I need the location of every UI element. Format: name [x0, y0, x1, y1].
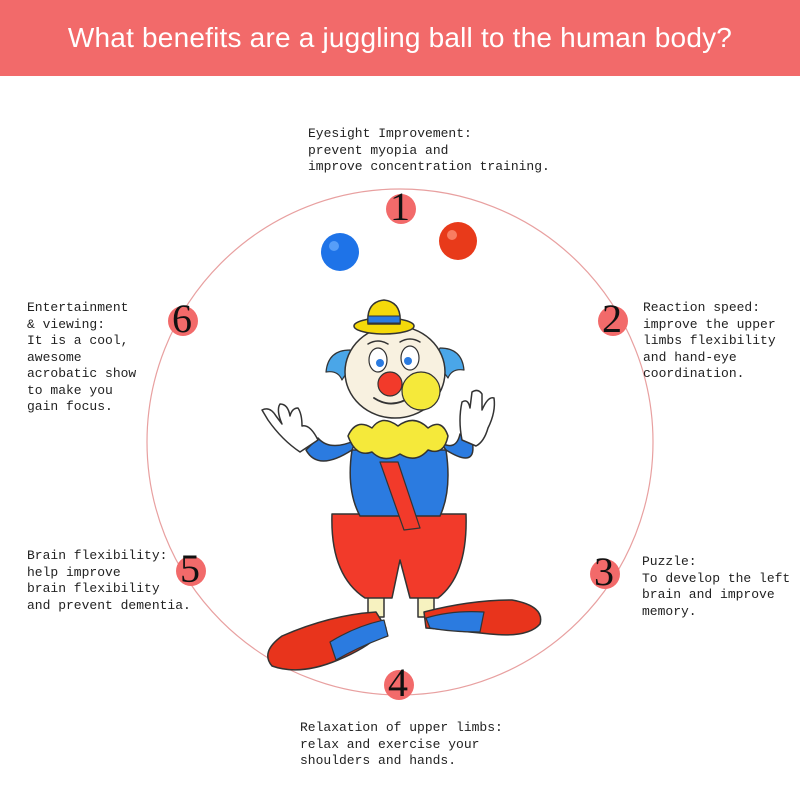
benefit-line: Brain flexibility: [27, 548, 168, 563]
benefit-marker-2: 2 [592, 296, 632, 341]
benefit-line: shoulders and hands. [300, 753, 457, 768]
benefit-line: memory. [642, 603, 697, 619]
benefit-line: prevent myopia and [308, 142, 449, 158]
red-ball-icon [439, 222, 477, 260]
benefit-text-4: Relaxation of upper limbs: relax and exe… [300, 720, 503, 770]
benefit-line: Reaction speed: [643, 300, 761, 315]
benefit-line: relax and exercise your [300, 736, 480, 752]
benefit-marker-3: 3 [584, 549, 624, 594]
marker-number: 1 [390, 184, 410, 229]
benefit-line: gain focus. [27, 399, 113, 414]
marker-number: 6 [172, 296, 192, 341]
benefit-line: To develop the left [642, 570, 791, 586]
benefit-line: & viewing: [27, 316, 106, 332]
benefit-marker-6: 6 [162, 296, 202, 341]
marker-dot [176, 556, 206, 586]
marker-dot [590, 559, 620, 589]
benefit-marker-1: 1 [380, 184, 420, 229]
blue-ball-icon [321, 233, 359, 271]
clown-juggler-icon [261, 299, 542, 671]
red-ball-shine-icon [447, 230, 457, 240]
benefit-line: brain and improve [642, 587, 775, 602]
benefit-marker-5: 5 [170, 546, 210, 591]
benefit-line: Puzzle: [642, 554, 697, 569]
benefit-line: and hand-eye [643, 349, 737, 365]
benefit-line: acrobatic show [27, 366, 137, 381]
blue-ball-shine-icon [329, 241, 339, 251]
benefit-line: limbs flexibility [643, 333, 776, 348]
benefit-text-1: Eyesight Improvement: prevent myopia and… [308, 126, 550, 176]
page-title: What benefits are a juggling ball to the… [67, 22, 733, 53]
marker-number: 4 [388, 660, 408, 705]
benefit-line: and prevent dementia. [27, 597, 191, 613]
benefit-line: Eyesight Improvement: [308, 126, 472, 141]
benefit-text-3: Puzzle: To develop the left brain and im… [642, 554, 790, 620]
marker-dot [384, 670, 414, 700]
marker-dot [386, 194, 416, 224]
benefit-line: Relaxation of upper limbs: [300, 720, 503, 735]
marker-dot [168, 306, 198, 336]
benefit-text-2: Reaction speed: improve the upper limbs … [643, 300, 776, 383]
benefit-line: Entertainment [27, 300, 129, 315]
marker-number: 5 [180, 546, 200, 591]
benefit-text-5: Brain flexibility: help improve brain fl… [27, 548, 191, 614]
marker-dot [598, 306, 628, 336]
benefit-line: It is a cool, [27, 333, 129, 348]
marker-number: 2 [602, 296, 622, 341]
benefit-line: brain flexibility [27, 581, 160, 596]
benefit-text-6: Entertainment & viewing: It is a cool, a… [27, 300, 136, 416]
benefit-line: help improve [27, 564, 121, 580]
benefit-line: coordination. [643, 366, 745, 381]
marker-number: 3 [594, 549, 614, 594]
benefit-line: awesome [27, 349, 82, 365]
title-banner: What benefits are a juggling ball to the… [0, 0, 800, 76]
benefit-line: improve concentration training. [308, 159, 550, 174]
benefit-line: improve the upper [643, 316, 776, 332]
benefit-line: to make you [27, 382, 113, 398]
benefit-marker-4: 4 [378, 660, 418, 705]
